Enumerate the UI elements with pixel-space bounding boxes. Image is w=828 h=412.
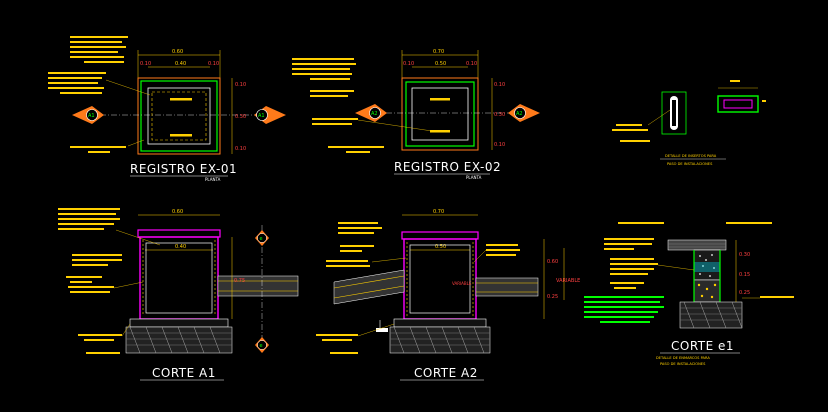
c2-height-dim-1: 0.60 xyxy=(547,259,558,265)
c2-top-dim: 0.70 xyxy=(433,209,444,215)
e1-height-dim-3: 0.25 xyxy=(739,290,750,296)
a1-right-marker: A1 xyxy=(258,113,265,119)
r1-top-dim: 0.60 xyxy=(172,49,183,55)
detalle-insertos-line2: PASO DE INSTALACIONES xyxy=(667,162,713,166)
corte-a2-section: 0.70 0.50 VARIABLE 0.60 0.25 VARIABLE xyxy=(316,209,580,381)
a2-right-marker: A2 xyxy=(516,111,523,117)
r1-right-dim-3: 0.10 xyxy=(235,146,246,152)
detalle-insertos-line1: DETALLE DE INSERTOS PARA xyxy=(665,154,717,158)
e-bottom-marker: e xyxy=(260,343,263,349)
a2-left-marker: A2 xyxy=(371,111,378,117)
r1-side-dim-b: 0.10 xyxy=(208,61,219,67)
r2-top-dim: 0.70 xyxy=(433,49,444,55)
corte-a1-title: CORTE A1 xyxy=(152,366,216,380)
corte-a2-title: CORTE A2 xyxy=(414,366,478,380)
e-top-marker: e xyxy=(260,236,263,242)
r1-inner-dim: 0.40 xyxy=(175,61,186,67)
r2-right-dim-2: 0.30 xyxy=(494,112,505,118)
r2-side-dim-a: 0.10 xyxy=(403,61,414,67)
variable-dim: VARIABLE xyxy=(556,278,580,284)
r1-side-dim-a: 0.10 xyxy=(140,61,151,67)
c2-height-dim-2: 0.25 xyxy=(547,294,558,300)
planta1-label: PLANTA xyxy=(205,177,221,182)
ver-label: VARIABLE xyxy=(452,281,472,286)
r2-inner-dim: 0.50 xyxy=(435,61,446,67)
registro-ex01-title: REGISTRO EX-01 xyxy=(130,162,237,176)
registro-ex01-plan: 0.60 0.40 0.10 0.10 0.10 0.30 0.10 A1 A1 xyxy=(48,36,286,182)
planta2-label: PLANTA xyxy=(466,175,482,180)
r1-right-dim-1: 0.10 xyxy=(235,82,246,88)
detalle-insertos: DETALLE DE INSERTOS PARA PASO DE INSTALA… xyxy=(612,80,766,166)
r2-right-dim-3: 0.10 xyxy=(494,142,505,148)
c2-inner-dim: 0.50 xyxy=(435,244,446,250)
r1-right-dim-2: 0.30 xyxy=(235,114,246,120)
c1-top-dim: 0.60 xyxy=(172,209,183,215)
e1-height-dim-1: 0.30 xyxy=(739,252,750,258)
detalle-enmarcos-line1: DETALLE DE ENMARCOS PARA xyxy=(656,356,710,360)
a1-left-marker: A1 xyxy=(88,113,95,119)
r2-side-dim-b: 0.10 xyxy=(466,61,477,67)
r2-right-dim-1: 0.10 xyxy=(494,82,505,88)
c1-height-dim: 0.75 xyxy=(234,278,245,284)
corte-e1-title: CORTE e1 xyxy=(671,339,734,353)
detalle-enmarcos-line2: PASO DE INSTALACIONES xyxy=(660,362,706,366)
corte-a1-section: 0.60 0.40 e e 0.75 xyxy=(58,208,299,381)
corte-e1-section: 0.30 0.15 0.25 CORTE e1 DETALLE DE ENMAR… xyxy=(584,222,794,366)
registro-ex02-plan: 0.70 0.50 0.10 0.10 0.10 0.30 0.10 A2 A2… xyxy=(292,49,540,180)
c1-inner-dim: 0.40 xyxy=(175,244,186,250)
registro-ex02-title: REGISTRO EX-02 xyxy=(394,160,501,174)
e1-height-dim-2: 0.15 xyxy=(739,272,750,278)
